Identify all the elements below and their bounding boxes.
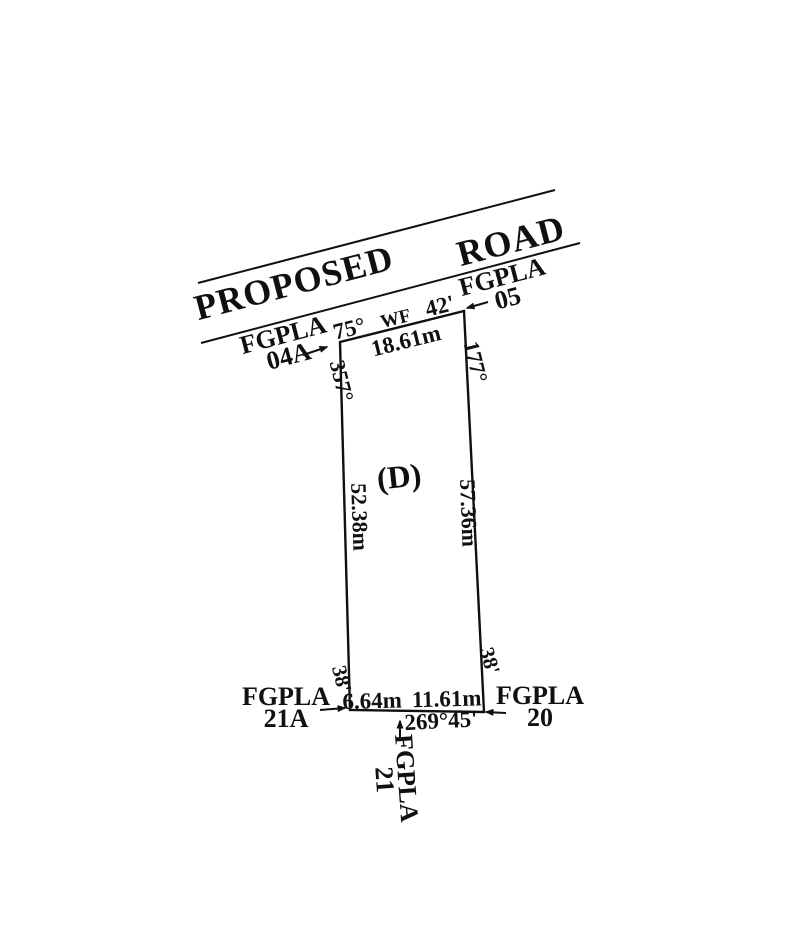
right-edge-length: 57.36m — [455, 478, 483, 548]
arrow-fgpla-21a — [319, 705, 347, 713]
parcel-designation: (D) — [374, 456, 423, 497]
arrow-fgpla-05 — [465, 301, 489, 310]
parcel-boundary — [338, 309, 486, 714]
arrow-fgpla-20 — [484, 708, 507, 716]
road-lower-boundary-line — [200, 242, 581, 344]
lot-label-line1: FGPLA — [241, 681, 331, 711]
right-edge-angle-bottom: 38' — [474, 644, 506, 677]
lot-label-fgpla-20: FGPLA 20 — [495, 680, 585, 732]
lot-label-line2: 21A — [263, 704, 309, 733]
bottom-edge-bearing: 269°45' — [403, 706, 479, 736]
lot-label-fgpla-21a: FGPLA 21A — [241, 681, 331, 733]
bearing-minutes: 42' — [422, 290, 458, 322]
lot-label-line1: FGPLA — [495, 680, 585, 710]
lot-label-fgpla-21: FGPLA 21 — [369, 733, 424, 825]
road-upper-boundary-line — [197, 189, 556, 284]
bottom-length-left: 6.64m — [342, 687, 403, 715]
lot-label-line2: 20 — [526, 703, 553, 732]
bearing-degrees: 75° — [330, 312, 368, 345]
left-edge-length: 52.38m — [346, 482, 374, 552]
arrow-fgpla-04a — [302, 346, 329, 356]
